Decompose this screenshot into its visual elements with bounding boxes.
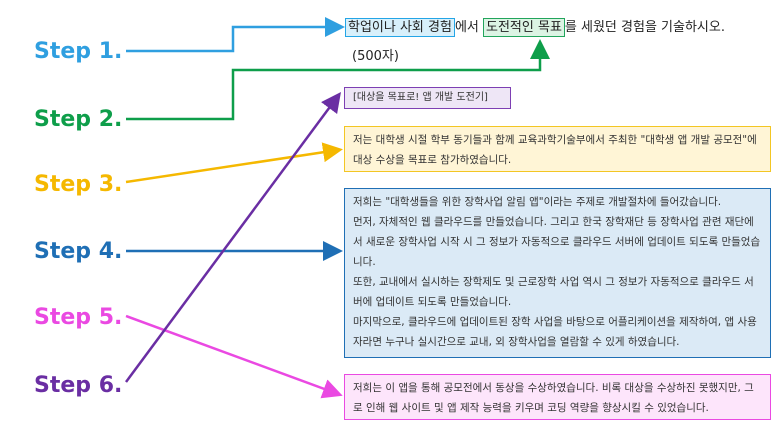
step-6-label: Step 6. bbox=[34, 373, 123, 398]
arrow-step-5 bbox=[125, 314, 343, 399]
goal-box: 저는 대학생 시절 학부 동기들과 함께 교육과학기술부에서 주최한 "대학생 … bbox=[344, 126, 771, 172]
arrow-step-1 bbox=[126, 17, 345, 53]
arrow-step-3 bbox=[125, 142, 343, 184]
step-4-label: Step 4. bbox=[34, 239, 123, 264]
process-box: 저희는 "대학생들을 위한 장학사업 알림 앱"이라는 주제로 개발절차에 들어… bbox=[344, 188, 771, 358]
result-box: 저희는 이 앱을 통해 공모전에서 동상을 수상하였습니다. 비록 대상을 수상… bbox=[344, 374, 771, 420]
process-paragraph: 또한, 교내에서 실시하는 장학제도 및 근로장학 사업 역시 그 정보가 자동… bbox=[353, 276, 754, 308]
arrow-step-2 bbox=[126, 39, 550, 121]
step-3-label: Step 3. bbox=[34, 172, 123, 197]
goal-text: 저는 대학생 시절 학부 동기들과 함께 교육과학기술부에서 주최한 "대학생 … bbox=[353, 134, 757, 166]
step-1-label: Step 1. bbox=[34, 39, 123, 64]
process-paragraph: 저희는 "대학생들을 위한 장학사업 알림 앱"이라는 주제로 개발절차에 들어… bbox=[353, 196, 722, 208]
result-text: 저희는 이 앱을 통해 공모전에서 동상을 수상하였습니다. 비록 대상을 수상… bbox=[353, 382, 754, 414]
answer-title: [대상을 목표로! 앱 개발 도전기] bbox=[353, 92, 488, 103]
question-rest: 를 세웠던 경험을 기술하시오. bbox=[564, 20, 725, 35]
char-limit: (500자) bbox=[352, 49, 399, 64]
arrow-step-6 bbox=[124, 91, 341, 383]
question-mid: 에서 bbox=[454, 20, 484, 35]
step-5-label: Step 5. bbox=[34, 305, 123, 330]
highlight-goal: 도전적인 목표 bbox=[483, 18, 565, 37]
process-paragraph: 마지막으로, 클라우드에 업데이트된 장학 사업을 바탕으로 어플리케이션을 제… bbox=[353, 316, 757, 348]
step-2-label: Step 2. bbox=[34, 107, 123, 132]
process-paragraph: 먼저, 자체적인 웹 클라우드를 만들었습니다. 그리고 한국 장학재단 등 장… bbox=[353, 216, 761, 268]
highlight-experience: 학업이나 사회 경험 bbox=[345, 18, 455, 37]
answer-title-box: [대상을 목표로! 앱 개발 도전기] bbox=[344, 87, 511, 109]
